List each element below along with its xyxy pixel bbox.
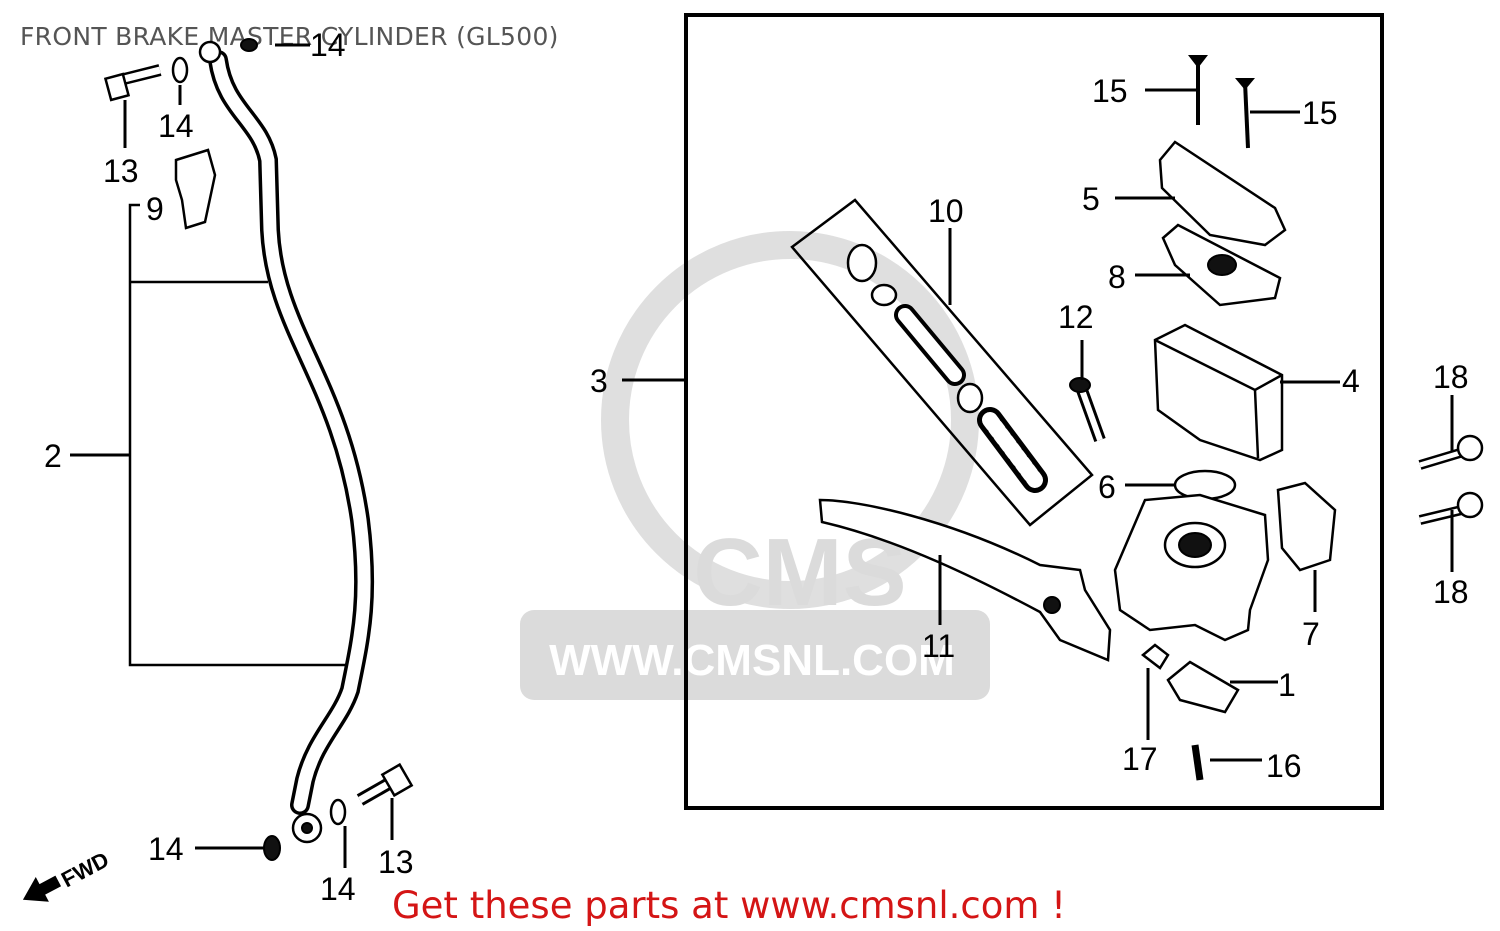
- callout-11: 11: [922, 628, 955, 664]
- upper-washer: [171, 56, 189, 84]
- lower-washer: [329, 798, 347, 826]
- callout-3: 3: [590, 363, 608, 399]
- footer-link-text[interactable]: Get these parts at www.cmsnl.com !: [392, 884, 1067, 927]
- callout-14-fwd: 14: [148, 831, 184, 867]
- callout-labels: 1 2 3 4 5 6 7 8 9 10 11 12 13 13 14 14 1…: [44, 27, 1469, 907]
- reservoir: [1153, 323, 1284, 462]
- callout-9: 9: [146, 191, 164, 227]
- switch-nut: [1140, 643, 1170, 670]
- callout-14-lower: 14: [320, 871, 356, 907]
- switch-screw: [1191, 744, 1204, 781]
- callout-13-upper: 13: [103, 153, 139, 189]
- callout-12: 12: [1058, 299, 1094, 335]
- callout-4: 4: [1342, 363, 1360, 399]
- callout-8: 8: [1108, 259, 1126, 295]
- brake-switch: [1166, 660, 1240, 714]
- assembly-box: [684, 13, 1384, 810]
- piston-kit: [790, 198, 1094, 527]
- o-ring: [1173, 469, 1237, 501]
- top-washer: [240, 38, 258, 52]
- watermark: CMS WWW.CMSNL.COM: [520, 231, 990, 700]
- lower-banjo-bolt: [356, 762, 414, 806]
- callout-14-upper: 14: [158, 108, 194, 144]
- watermark-url: WWW.CMSNL.COM: [549, 636, 955, 685]
- callout-5: 5: [1082, 181, 1100, 217]
- fwd-label: FWD: [57, 847, 113, 893]
- leader-lines: [70, 43, 1454, 868]
- fwd-washer: [263, 835, 281, 861]
- brake-hose: [198, 40, 375, 844]
- callout-6: 6: [1098, 469, 1116, 505]
- callout-15-right: 15: [1302, 95, 1338, 131]
- brake-lever: [818, 498, 1112, 662]
- hose-bracket: [128, 203, 355, 667]
- callout-18-lower: 18: [1433, 574, 1469, 610]
- pivot-bolt: [1069, 377, 1106, 443]
- callout-13-lower: 13: [378, 844, 414, 880]
- callout-1: 1: [1278, 667, 1296, 703]
- mounting-bolts: [1418, 434, 1484, 525]
- callout-14-top: 14: [310, 27, 346, 63]
- holder: [1276, 481, 1337, 572]
- boot: [174, 148, 217, 230]
- callout-16: 16: [1266, 748, 1302, 784]
- reservoir-cap: [1158, 140, 1287, 247]
- callout-2: 2: [44, 438, 62, 474]
- upper-banjo-bolt: [103, 64, 162, 102]
- callout-10: 10: [928, 193, 964, 229]
- callout-17: 17: [1122, 741, 1158, 777]
- callout-15-left: 15: [1092, 73, 1128, 109]
- callout-7: 7: [1302, 616, 1320, 652]
- fwd-arrow: FWD: [22, 847, 113, 902]
- screws: [1188, 55, 1255, 149]
- callout-18-upper: 18: [1433, 359, 1469, 395]
